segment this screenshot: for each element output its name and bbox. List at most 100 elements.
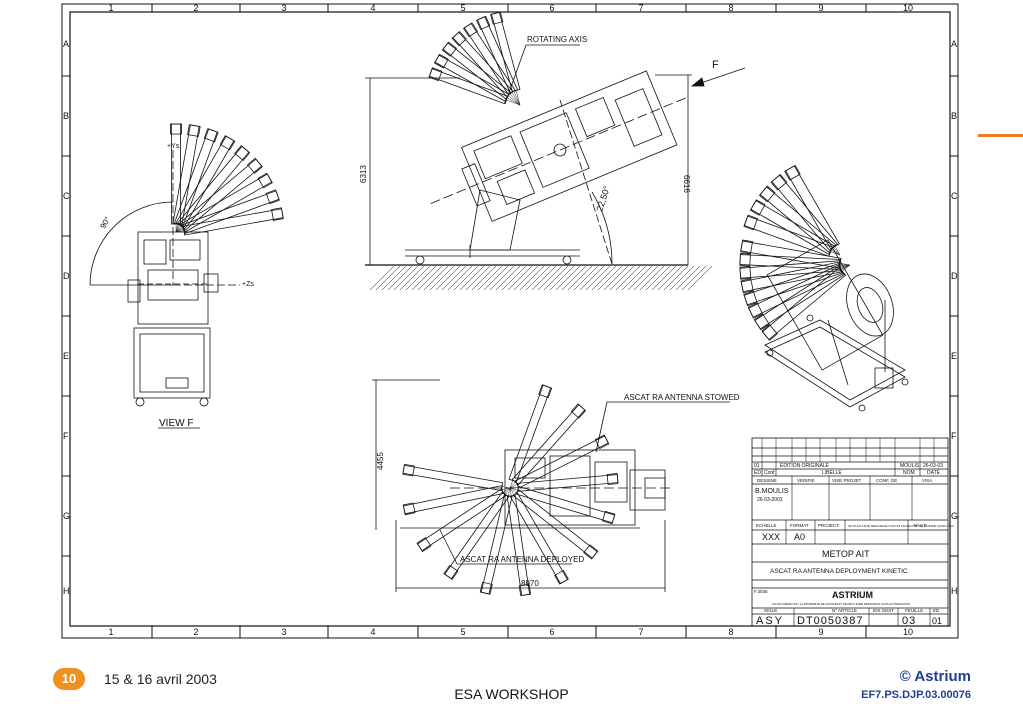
tb-date: 26-03-03 bbox=[923, 463, 943, 469]
grid-ticks bbox=[62, 4, 958, 638]
row-label-right: G bbox=[951, 511, 958, 521]
dim-6313: 6313 bbox=[359, 165, 368, 183]
col-label-top: 5 bbox=[460, 3, 465, 13]
row-label-left: G bbox=[63, 511, 70, 521]
col-label-top: 2 bbox=[193, 3, 198, 13]
row-label-left: C bbox=[63, 191, 70, 201]
tb-bot-1: N° ARTICLE bbox=[832, 608, 857, 613]
title-block-frame bbox=[751, 437, 949, 627]
col-label-bottom: 7 bbox=[638, 627, 643, 637]
tb-sig-3: CONF. GE bbox=[876, 478, 897, 483]
col-label-bottom: 10 bbox=[903, 627, 913, 637]
row-label-right: B bbox=[951, 111, 957, 121]
tb-fcode: F.3036 bbox=[754, 589, 768, 594]
footer-brand: © Astrium bbox=[899, 668, 971, 685]
tb-ed-number: 01 bbox=[932, 616, 942, 626]
tb-head-ed: ED. bbox=[754, 470, 762, 476]
col-label-bottom: 5 bbox=[460, 627, 465, 637]
tb-ed: 01 bbox=[754, 463, 760, 469]
tb-notice: CE DOCUMENT EST LA PROPRIETE DE ASTRIUM … bbox=[772, 602, 910, 606]
col-label-top: 4 bbox=[370, 3, 375, 13]
row-label-left: H bbox=[63, 586, 70, 596]
tb-sig-0: DESSINE bbox=[757, 478, 777, 483]
col-label-top: 3 bbox=[281, 3, 286, 13]
row-label-right: D bbox=[951, 271, 958, 281]
tb-company: ASTRIUM bbox=[832, 590, 873, 600]
deployed-label: ASCAT RA ANTENNA DEPLOYED bbox=[460, 555, 584, 564]
stowed-label: ASCAT RA ANTENNA STOWED bbox=[624, 393, 740, 402]
row-label-left: B bbox=[63, 111, 69, 121]
col-label-bottom: 4 bbox=[370, 627, 375, 637]
tb-bot-2: IDX GEST bbox=[873, 608, 894, 613]
view-f-label: VIEW F bbox=[159, 418, 193, 429]
tb-sig-1: VERIFIE bbox=[797, 478, 815, 483]
view-f-drawing bbox=[89, 123, 284, 429]
footer-reference: EF7.PS.DJP.03.00076 bbox=[861, 689, 971, 701]
dim-angle: 22,50° bbox=[594, 184, 612, 212]
row-label-right: E bbox=[951, 351, 957, 361]
drawing-labels: +Ys +Zs 90° VIEW F ROTATING AXIS F 6313 … bbox=[98, 35, 954, 627]
row-label-left: D bbox=[63, 271, 70, 281]
col-label-bottom: 1 bbox=[108, 627, 113, 637]
tb-bot-0: SIGLE bbox=[764, 608, 777, 613]
tb-article: DT0050387 bbox=[797, 615, 864, 627]
dim-8970: 8970 bbox=[521, 579, 539, 588]
drawing-frame-inner bbox=[69, 11, 951, 627]
tb-head-date: DATE bbox=[927, 470, 941, 476]
isometric-view-drawing bbox=[739, 164, 909, 412]
col-label-bottom: 2 bbox=[193, 627, 198, 637]
dim-6616: 6616 bbox=[682, 175, 691, 193]
tb-feuille: 03 bbox=[902, 615, 916, 627]
col-label-bottom: 3 bbox=[281, 627, 286, 637]
row-label-left: E bbox=[63, 351, 69, 361]
angle-90-label: 90° bbox=[98, 215, 112, 230]
col-label-top: 8 bbox=[728, 3, 733, 13]
tb-sigle: ASY bbox=[756, 615, 784, 627]
tb-drawer: B.MOULIS bbox=[755, 488, 789, 495]
tb-bot-4: ED bbox=[933, 608, 940, 613]
tb-scale: XXX bbox=[762, 532, 780, 542]
tb-drawer-date: 26-03-2003 bbox=[757, 497, 783, 503]
tb-sig-2: VISE PROJET bbox=[832, 478, 862, 483]
col-label-bottom: 9 bbox=[818, 627, 823, 637]
page-number-badge: 10 bbox=[53, 668, 85, 690]
tb-sig-4: VISA bbox=[922, 478, 932, 483]
col-label-bottom: 8 bbox=[728, 627, 733, 637]
col-label-top: 9 bbox=[818, 3, 823, 13]
tb-format: A0 bbox=[794, 532, 805, 542]
tb-fmt-3: CE PLAN A ETE REALISE EN CAO ET NE PEUT … bbox=[848, 524, 954, 528]
dim-4455: 4455 bbox=[376, 452, 385, 470]
footer-title: ESA WORKSHOP bbox=[454, 686, 569, 702]
row-label-right: A bbox=[951, 39, 957, 49]
tb-title: METOP AIT bbox=[822, 549, 870, 559]
axis-zs-label: +Zs bbox=[242, 281, 254, 288]
col-label-top: 6 bbox=[549, 3, 554, 13]
arrow-f-label: F bbox=[712, 59, 719, 71]
drawing-frame-outer bbox=[61, 3, 959, 639]
tb-head-libelle: LIBELLE bbox=[822, 470, 842, 476]
tb-subtitle: ASCAT RA ANTENNA DEPLOYMENT KINETIC bbox=[770, 568, 908, 575]
row-label-left: F bbox=[63, 431, 69, 441]
tb-fmt-0: ECHELLE bbox=[756, 523, 777, 528]
col-label-bottom: 6 bbox=[549, 627, 554, 637]
axis-ys-label: +Ys bbox=[167, 143, 180, 150]
tb-fmt-1: FORMAT bbox=[790, 523, 809, 528]
tb-fmt-4: N° CT: bbox=[914, 523, 927, 528]
rotating-axis-label: ROTATING AXIS bbox=[527, 35, 587, 44]
col-label-top: 1 bbox=[108, 3, 113, 13]
top-view-drawing bbox=[372, 379, 730, 597]
row-label-right: C bbox=[951, 191, 958, 201]
row-label-right: F bbox=[951, 431, 957, 441]
tb-edition: EDITION ORIGINALE bbox=[780, 463, 830, 469]
tb-bot-3: FEUILLE bbox=[905, 608, 923, 613]
col-label-top: 10 bbox=[903, 3, 913, 13]
row-label-left: A bbox=[63, 39, 69, 49]
footer-date: 15 & 16 avril 2003 bbox=[104, 671, 217, 687]
tb-head-nom: NOM bbox=[903, 470, 915, 476]
row-label-right: H bbox=[951, 586, 958, 596]
col-label-top: 7 bbox=[638, 3, 643, 13]
side-view-drawing bbox=[365, 11, 746, 291]
tb-head-conf: Conf bbox=[764, 470, 775, 476]
